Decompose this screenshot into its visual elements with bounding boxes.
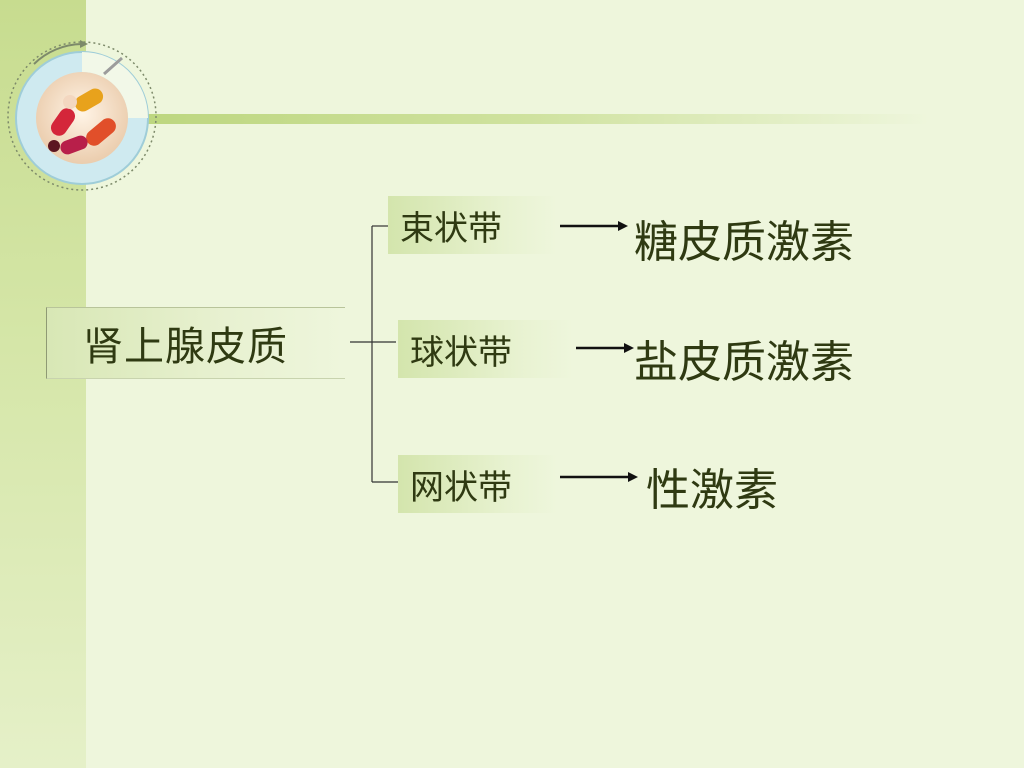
- zone-box-reticularis: 网状带: [398, 455, 558, 513]
- adrenal-cortex-box: 肾上腺皮质: [46, 307, 345, 379]
- arrow-icon: [560, 472, 638, 482]
- arrow-icon: [560, 221, 628, 231]
- zone-label: 球状带: [410, 332, 512, 373]
- top-decorative-stripe: [130, 114, 930, 124]
- zone-box-glomerulosa: 球状带: [398, 320, 574, 378]
- zone-label: 网状带: [410, 467, 512, 508]
- pill-capsules-logo-icon: [7, 40, 157, 191]
- arrow-icon: [576, 343, 634, 353]
- hormone-label-mineralocorticoid: 盐皮质激素: [634, 337, 854, 388]
- adrenal-cortex-label: 肾上腺皮质: [83, 324, 288, 370]
- hormone-label-glucocorticoid: 糖皮质激素: [634, 217, 854, 268]
- zone-box-fasciculata: 束状带: [388, 196, 558, 254]
- zone-label: 束状带: [400, 208, 502, 249]
- hormone-label-sex-hormone: 性激素: [646, 465, 778, 516]
